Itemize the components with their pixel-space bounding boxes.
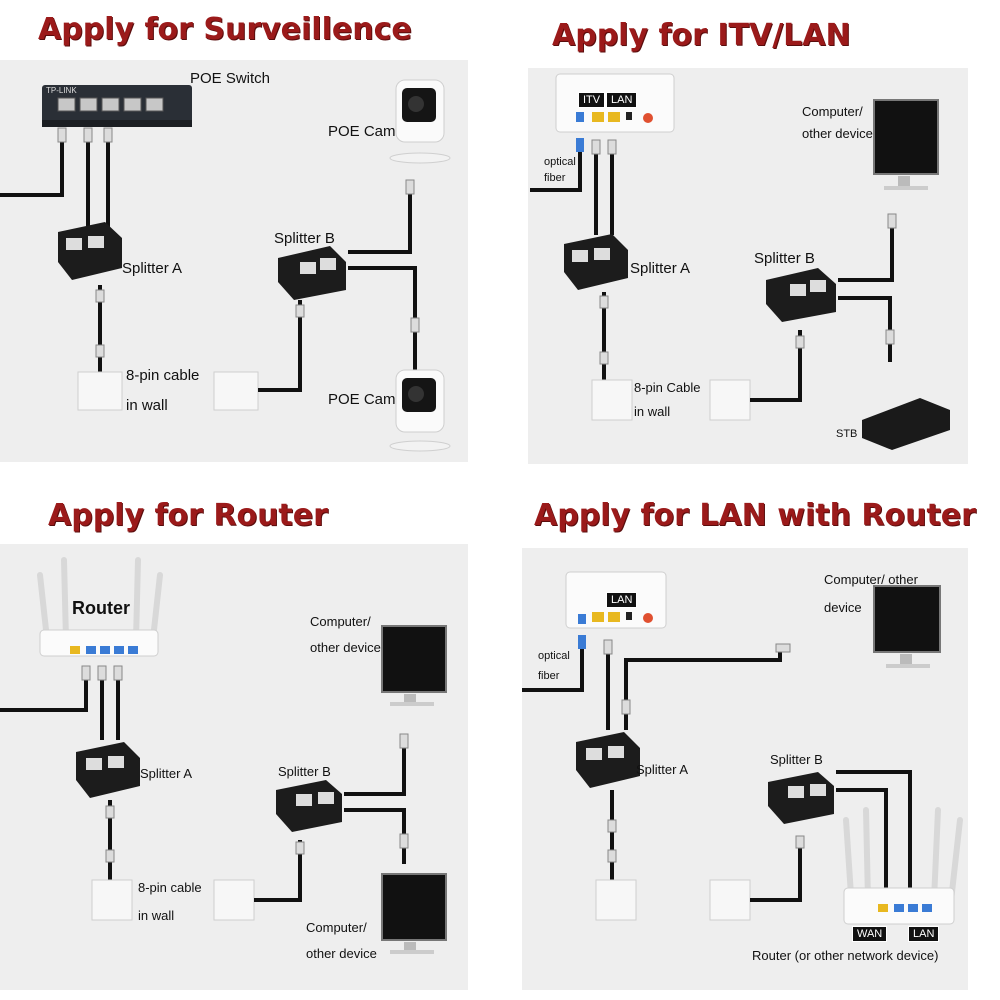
- splitter-a: [58, 222, 122, 280]
- panel-router: Apply for Router: [0, 490, 500, 1000]
- panel-title: Apply for Router: [48, 498, 328, 533]
- cable-label: 8-pin Cable: [634, 380, 701, 395]
- poe-cam-bottom: [389, 369, 451, 452]
- surveillance-diagram: [0, 79, 451, 452]
- port-label-itv-tag: ITV: [578, 92, 606, 108]
- router-caption: Router (or other network device): [752, 948, 939, 963]
- optical-fiber-label: optical: [544, 156, 576, 168]
- router-label: Router: [72, 598, 130, 618]
- computer-label: Computer/ other: [824, 572, 918, 587]
- splitter-b-label: Splitter B: [274, 230, 335, 247]
- splitter-a: [76, 742, 140, 798]
- splitter-a-label: Splitter A: [140, 766, 193, 781]
- poe-switch: [42, 85, 192, 127]
- optical-fiber-label-2: fiber: [538, 670, 560, 682]
- computer-monitor: [873, 99, 939, 190]
- splitter-a: [576, 732, 640, 788]
- port-label-lan-router: LAN: [908, 926, 940, 942]
- switch-brand: TP-LINK: [46, 86, 77, 95]
- splitter-a-label: Splitter A: [630, 260, 691, 277]
- cable-label-wall: in wall: [126, 397, 168, 414]
- splitter-b: [768, 772, 834, 824]
- port-label-lan-tag: LAN: [606, 92, 638, 108]
- panel-surveillance: Apply for Surveillence: [0, 0, 500, 470]
- cable-label-wall: in wall: [138, 908, 175, 923]
- port-label-lan-onu: LAN: [606, 592, 638, 608]
- poe-cam-top: [389, 79, 451, 164]
- cable-label: 8-pin cable: [138, 880, 202, 895]
- splitter-b-label: Splitter B: [278, 764, 331, 779]
- computer-monitor-top: [381, 625, 447, 706]
- splitter-b: [766, 268, 836, 322]
- poe-cam-top-label: POE Cam: [328, 123, 396, 140]
- computer-label-2: device: [824, 600, 862, 615]
- panel-title: Apply for LAN with Router: [534, 498, 976, 533]
- computer-bottom-label-2: other device: [306, 946, 377, 961]
- splitter-b-label: Splitter B: [770, 752, 823, 767]
- splitter-a: [564, 234, 628, 290]
- computer-label-2: other device: [802, 126, 873, 141]
- splitter-b: [278, 246, 346, 300]
- cable-label-wall: in wall: [634, 404, 671, 419]
- computer-monitor-bottom: [381, 873, 447, 954]
- computer-bottom-label: Computer/: [306, 920, 367, 935]
- lan-router-diagram: [522, 571, 963, 925]
- optical-fiber-label-2: fiber: [544, 172, 566, 184]
- panel-itv-lan: Apply for ITV/LAN: [500, 0, 1000, 470]
- port-label-wan: WAN: [852, 926, 888, 942]
- panel-title: Apply for Surveillence: [38, 12, 412, 47]
- splitter-a-label: Splitter A: [122, 260, 183, 277]
- itv-diagram: [530, 73, 950, 450]
- router-device: [843, 807, 963, 925]
- optical-fiber-label: optical: [538, 650, 570, 662]
- computer-monitor: [873, 585, 941, 668]
- poe-cam-bottom-label: POE Cam: [328, 391, 396, 408]
- splitter-a-label: Splitter A: [636, 762, 689, 777]
- computer-top-label-2: other device: [310, 640, 381, 655]
- splitter-b-label: Splitter B: [754, 250, 815, 267]
- computer-top-label: Computer/: [310, 614, 371, 629]
- poe-switch-label: POE Switch: [190, 70, 271, 87]
- stb-label: STB: [836, 428, 858, 440]
- panel-title: Apply for ITV/LAN: [552, 18, 851, 53]
- router-diagram: [0, 557, 447, 954]
- switch-cables: [0, 140, 110, 228]
- router-device: [37, 557, 163, 657]
- panel-lan-router: Apply for LAN with Router: [500, 490, 1000, 1000]
- splitter-b: [276, 780, 342, 832]
- stb-box: [862, 398, 950, 450]
- computer-label: Computer/: [802, 104, 863, 119]
- cable-label: 8-pin cable: [126, 367, 200, 384]
